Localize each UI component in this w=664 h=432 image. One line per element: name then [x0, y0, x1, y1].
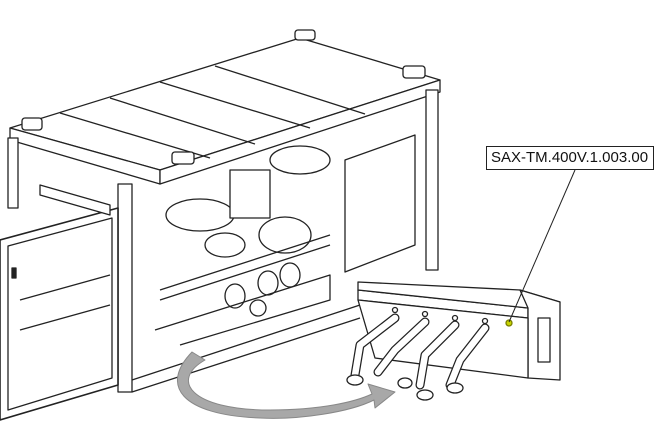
roof [9, 29, 441, 185]
leader-line [508, 169, 576, 323]
rotation-arrow [176, 351, 396, 419]
open-door [0, 184, 119, 421]
cabinet [344, 134, 416, 273]
label-point [505, 319, 513, 327]
frame-posts [7, 89, 439, 393]
part-number-label: SAX-TM.400V.1.003.00 [486, 146, 654, 170]
removed-panel [346, 281, 561, 401]
pump-assembly [154, 145, 331, 346]
